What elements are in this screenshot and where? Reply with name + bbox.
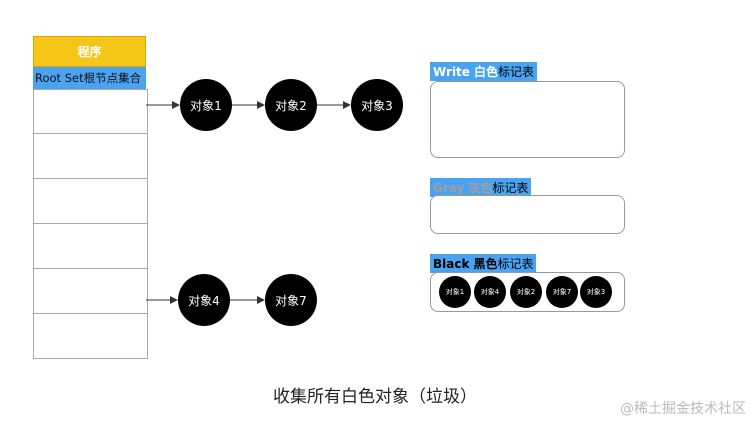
black-item: 对象1 <box>439 276 471 308</box>
program-stack <box>33 89 148 359</box>
watermark: @稀土掘金技术社区 <box>620 401 746 417</box>
object-4: 对象4 <box>178 274 230 326</box>
black-item: 对象2 <box>510 276 542 308</box>
stack-cell <box>34 224 147 269</box>
object-1: 对象1 <box>180 79 232 131</box>
program-header: 程序 <box>33 36 146 67</box>
gray-table-suffix: 标记表 <box>492 181 529 195</box>
white-table-label: Write 白色 标记表 <box>430 62 537 81</box>
black-table-color: 黑色 <box>473 257 498 271</box>
gray-table-color: 灰色 <box>468 181 493 195</box>
stack-cell <box>34 134 147 179</box>
stack-cell <box>34 89 147 134</box>
root-set-label: Root Set根节点集合 <box>33 67 146 89</box>
black-item: 对象4 <box>474 276 506 308</box>
black-table-en: Black <box>433 256 470 271</box>
white-table-color: 白色 <box>473 65 498 79</box>
black-item: 对象7 <box>546 276 578 308</box>
black-table-box: 对象1 对象4 对象2 对象7 对象3 <box>430 272 625 312</box>
gray-table-box <box>430 195 625 234</box>
gray-table-label: Gray 灰色 标记表 <box>430 178 532 197</box>
object-7: 对象7 <box>265 274 317 326</box>
white-table-en: Write <box>433 64 470 79</box>
black-table-suffix: 标记表 <box>497 257 534 271</box>
black-item: 对象3 <box>580 276 612 308</box>
black-table-label: Black 黑色 标记表 <box>430 254 537 273</box>
gray-table-en: Gray <box>433 180 465 195</box>
stack-cell <box>34 314 147 359</box>
white-table-suffix: 标记表 <box>497 65 534 79</box>
object-2: 对象2 <box>265 79 317 131</box>
diagram-caption: 收集所有白色对象（垃圾） <box>273 387 477 407</box>
object-3: 对象3 <box>351 79 403 131</box>
white-table-box <box>430 81 625 158</box>
stack-cell <box>34 269 147 314</box>
stack-cell <box>34 179 147 224</box>
